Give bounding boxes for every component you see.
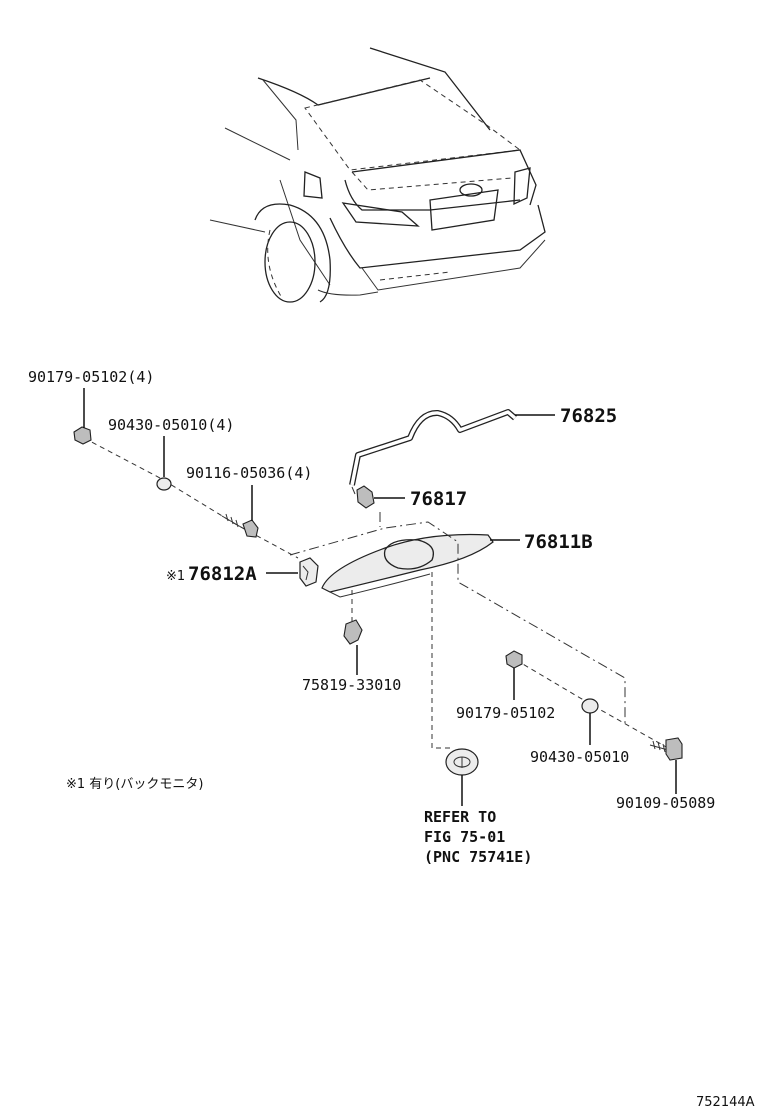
clip-76817 <box>351 485 375 509</box>
label-nut-right: 90109-05089 <box>616 794 715 812</box>
label-garnish: 76811B <box>524 531 593 553</box>
reference-line-1: REFER TO <box>424 808 496 826</box>
label-bolt-top: 90179-05102(4) <box>28 368 154 386</box>
washer-right <box>581 698 599 714</box>
label-wire-harness: 76825 <box>560 405 617 427</box>
nut-right <box>649 737 683 761</box>
reference-line-2: FIG 75-01 <box>424 828 505 846</box>
wire-harness-76825 <box>349 409 517 486</box>
bolt-top <box>73 426 92 445</box>
garnish-76811b <box>321 533 494 598</box>
reference-line-3: (PNC 75741E) <box>424 848 532 866</box>
car-rear-illustration <box>209 47 546 303</box>
screw-top <box>221 513 259 538</box>
clip-lower <box>343 618 363 645</box>
figure-code: 752144A <box>696 1095 755 1110</box>
label-bracket: 76812A <box>188 563 257 585</box>
label-washer-top: 90430-05010(4) <box>108 416 234 434</box>
footnote: ※1 有り(バックモニタ) <box>66 777 203 792</box>
bolt-right <box>505 650 523 669</box>
label-screw-top: 90116-05036(4) <box>186 464 312 482</box>
label-bracket-prefix: ※1 <box>166 569 185 584</box>
label-bolt-right: 90179-05102 <box>456 704 555 722</box>
emblem-reference <box>445 748 479 776</box>
label-clip: 76817 <box>410 488 467 510</box>
label-washer-right: 90430-05010 <box>530 748 629 766</box>
label-clip-lower: 75819-33010 <box>302 676 401 694</box>
bracket-76812a <box>299 557 319 587</box>
washer-top <box>156 477 172 491</box>
